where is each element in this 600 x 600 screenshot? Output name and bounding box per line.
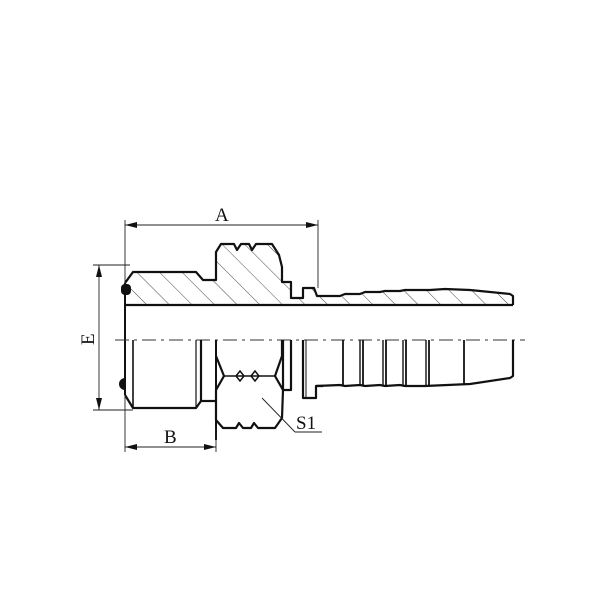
o-ring-lower-icon: [119, 378, 125, 390]
dimension-e-label: E: [78, 333, 99, 345]
hex-edge-marker-1: [235, 369, 245, 383]
dimension-a-label: A: [215, 205, 229, 226]
hex-edge-marker-2: [250, 369, 260, 383]
dimension-b-label: B: [164, 427, 177, 448]
dimension-b: B: [124, 395, 217, 452]
dimension-e: E: [78, 264, 133, 411]
upper-section: [124, 242, 515, 395]
lower-view: [124, 340, 515, 440]
o-ring-upper-icon: [121, 284, 131, 295]
dimension-a: A: [124, 205, 319, 288]
dimension-s1-label: S1: [296, 413, 316, 434]
dimension-s1: S1: [261, 397, 322, 434]
